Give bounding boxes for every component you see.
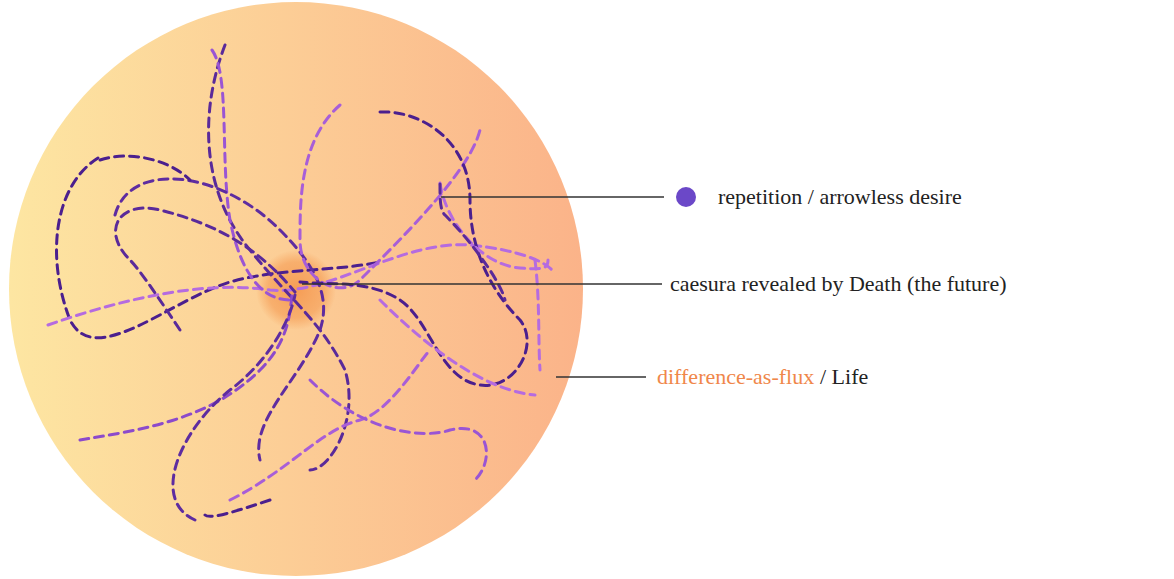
- legend-text: repetition / arrowless desire: [718, 184, 962, 210]
- life-circle: [9, 2, 583, 576]
- callout-label: caesura revealed by Death (the future): [670, 271, 1007, 297]
- leader-line: [302, 283, 662, 285]
- callout-label: difference-as-flux: [657, 364, 814, 390]
- legend-swatch: [676, 187, 696, 207]
- leader-line: [441, 196, 664, 198]
- leader-line: [556, 376, 646, 378]
- leader-lines: [302, 197, 664, 377]
- callout-label: / Life: [820, 364, 868, 390]
- repetition-curves: [48, 45, 552, 520]
